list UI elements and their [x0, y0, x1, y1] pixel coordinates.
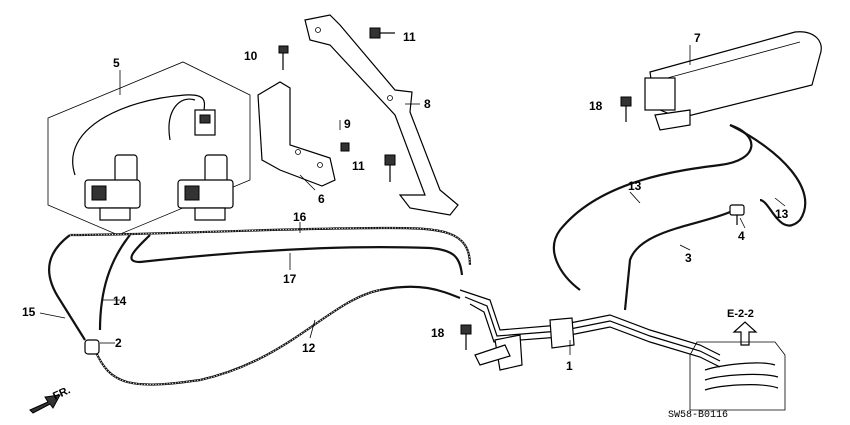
detail-tube-3 [704, 384, 779, 391]
detail-tube-2 [704, 373, 779, 381]
bracket-hole-2 [317, 162, 323, 168]
valve-bracket [257, 81, 336, 187]
tube-1b [464, 296, 721, 362]
callout-12: 12 [302, 341, 316, 355]
diagram-code: SW58-B0116 [668, 410, 728, 421]
bolt-18-bottom [460, 324, 472, 335]
hose-3 [623, 210, 731, 311]
detail-tube-1 [704, 362, 776, 371]
callout-3: 3 [685, 251, 692, 265]
leader-lines [39, 45, 786, 355]
callout-9: 9 [344, 117, 351, 131]
callout-11-top: 11 [403, 30, 416, 44]
hose-13-right [729, 124, 807, 227]
callout-6: 6 [318, 192, 325, 206]
mounting-bracket [304, 14, 459, 216]
vacuum-tank [644, 31, 822, 131]
valve-bracket-right [194, 207, 226, 221]
leader-13b [774, 197, 786, 207]
direction-label: FR. [51, 384, 72, 402]
hose-14 [98, 234, 131, 331]
bolt-9 [340, 142, 350, 152]
bracket-hole [295, 149, 301, 155]
reference-arrow: E-2-2 [727, 308, 758, 346]
tube-1c [469, 303, 721, 368]
wire-harness-2 [168, 98, 196, 141]
check-valve [729, 204, 745, 225]
callout-8: 8 [424, 97, 431, 111]
bracket-8-hole-2 [387, 95, 393, 101]
leader-12 [309, 319, 316, 339]
solenoid-valve-group [47, 61, 251, 236]
hose-16-pattern [69, 227, 471, 266]
tank-body [649, 31, 822, 119]
tube-bracket [474, 344, 511, 366]
group-outline-5 [47, 61, 251, 236]
callout-13-right: 13 [775, 207, 789, 221]
tank-edge [659, 41, 801, 81]
tube-clamp-mid [549, 317, 575, 349]
direction-indicator: FR. [29, 384, 72, 414]
hose-12 [93, 285, 461, 386]
detail-box-outline [689, 341, 786, 411]
leader-3 [679, 244, 691, 251]
reference-label: E-2-2 [727, 308, 754, 320]
bolt-11-bottom [384, 154, 396, 166]
tank-mount [654, 109, 691, 131]
leader-15 [39, 312, 66, 319]
callout-10: 10 [244, 49, 258, 63]
tube-assembly [459, 289, 786, 411]
front-arrow-icon [29, 394, 61, 414]
callout-11-bottom: 11 [352, 159, 365, 173]
callout-7: 7 [694, 31, 701, 45]
callout-2: 2 [115, 336, 122, 350]
leader-4 [739, 217, 746, 229]
hoses [48, 123, 807, 386]
callout-15: 15 [22, 305, 36, 319]
callout-1: 1 [566, 359, 573, 373]
hose-13-left [552, 123, 753, 291]
connector-pin [199, 114, 211, 124]
callout-4: 4 [738, 229, 745, 243]
tank-end [644, 77, 676, 111]
bolt-10 [278, 45, 289, 54]
hose-17 [130, 234, 464, 276]
bracket-6 [257, 81, 336, 187]
hose-12-pattern [94, 289, 381, 385]
callouts: 5 10 11 9 8 11 6 7 18 13 13 4 3 16 17 14… [22, 30, 789, 373]
callout-18-top: 18 [589, 99, 603, 113]
leader-6 [299, 174, 316, 191]
up-arrow-icon [732, 321, 758, 346]
bolt-18-top [620, 96, 632, 107]
joint-2 [84, 339, 100, 355]
bolt-11-top [369, 27, 381, 39]
valve-bracket-left [99, 207, 131, 221]
fasteners [278, 27, 632, 350]
callout-17: 17 [283, 272, 297, 286]
callout-13-left: 13 [628, 179, 642, 193]
valve-port-right [184, 185, 200, 201]
callout-5: 5 [113, 56, 120, 70]
valve-port-left [91, 185, 107, 201]
callout-16: 16 [293, 210, 307, 224]
callout-18-bottom: 18 [431, 326, 445, 340]
bracket-8-hole [315, 27, 321, 33]
tube-1a [459, 289, 721, 356]
leader-13a [629, 191, 641, 204]
callout-14: 14 [113, 294, 127, 308]
bracket-8 [304, 14, 459, 216]
wire-harness [72, 94, 206, 176]
hose-15 [48, 234, 86, 341]
check-valve-body [729, 204, 745, 216]
